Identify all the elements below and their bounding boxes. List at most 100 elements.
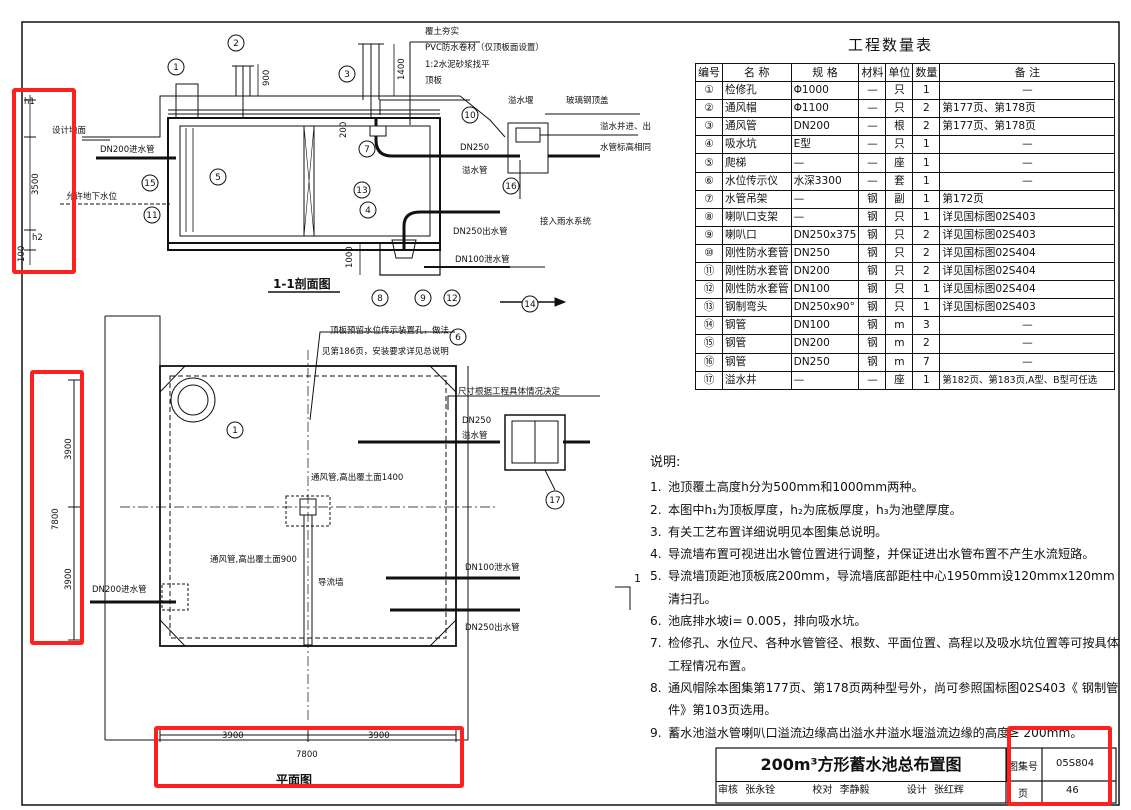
- table-cell: 详见国标图02S404: [939, 280, 1116, 300]
- table-cell: —: [939, 153, 1116, 173]
- table-cell: 第177页、第178页: [939, 99, 1116, 119]
- plan-title: 平面图: [276, 773, 312, 787]
- header-name: 名 称: [722, 62, 792, 83]
- callout-8: [371, 289, 389, 307]
- note-text: 导流墙顶距池顶板底200mm，导流墙底部距柱中心1950mm设120mmx120…: [668, 569, 1115, 606]
- callout-6: [449, 328, 467, 346]
- note-item: 1.池顶覆土高度h分为500mm和1000mm两种。: [650, 476, 1120, 498]
- table-cell: 第182页、第183页,A型、B型可任选: [939, 370, 1116, 390]
- section-mark: 1: [634, 572, 641, 585]
- sign-design-name: 张红辉: [933, 785, 964, 796]
- table-cell: 只: [885, 298, 914, 318]
- table-cell: 刚性防水套管: [722, 243, 792, 264]
- table-cell: 只: [885, 81, 914, 101]
- label-cover: 覆土夯实: [425, 26, 459, 37]
- header-qty: 数量: [912, 62, 941, 83]
- callout-text: 11: [146, 211, 157, 221]
- table-cell: 水位传示仪: [722, 171, 792, 191]
- table-cell: 钢: [858, 225, 887, 245]
- table-cell: DN250: [790, 352, 860, 372]
- note-item: 9.蓄水池溢水管喇叭口溢流边缘高出溢水井溢水堰溢流边缘的高度≥ 200mm。: [650, 722, 1120, 744]
- dim-plan-3900-left: 3900: [222, 731, 244, 741]
- section-view: [24, 41, 640, 307]
- header-no: 编号: [695, 62, 723, 83]
- sign-review-name: 张永铨: [745, 785, 776, 796]
- notes-list: 1.池顶覆土高度h分为500mm和1000mm两种。2.本图中h₁为顶板厚度，h…: [650, 476, 1120, 744]
- table-cell: 3: [912, 316, 941, 336]
- table-header-row: 编号 名 称 规 格 材料 单位 数量 备 注: [695, 62, 1116, 83]
- table-cell: 详见国标图02S404: [939, 243, 1116, 264]
- table-cell: 只: [885, 243, 914, 264]
- label-vent-1400: 通风管,高出覆土面1400: [311, 472, 403, 483]
- table-cell: DN200: [790, 117, 860, 137]
- table-cell: 水管吊架: [722, 189, 792, 209]
- note-item: 2.本图中h₁为顶板厚度，h₂为底板厚度，h₃为池壁厚度。: [650, 499, 1120, 521]
- label-roof-hole2: 见第186页，安装要求详见总说明: [322, 346, 449, 357]
- header-spec: 规 格: [790, 62, 860, 83]
- label-plan-dn100: DN100泄水管: [465, 562, 520, 573]
- table-cell: —: [858, 99, 887, 119]
- callout-text: 13: [356, 186, 367, 196]
- table-cell: —: [858, 171, 887, 191]
- sign-row: 审核 张永铨 校对 李静毅 设计 张红辉: [716, 781, 1006, 801]
- table-cell: DN250x375: [790, 225, 860, 245]
- table-cell: —: [858, 81, 887, 101]
- title-block: 200m³方形蓄水池总布置图 审核 张永铨 校对 李静毅 设计 张红辉 图集号 …: [716, 748, 1116, 803]
- table-cell: ⑯: [695, 352, 723, 372]
- label-design-ground: 设计地面: [52, 125, 87, 136]
- callout-1-section: [167, 58, 185, 76]
- table-cell: 套: [885, 171, 914, 191]
- callout-4: [359, 201, 377, 219]
- table-cell: DN200: [790, 262, 860, 282]
- highlight-box-section-dims: [12, 88, 76, 274]
- dim-plan-7800: 7800: [296, 750, 318, 760]
- callout-16: [502, 177, 520, 195]
- label-size-note: 尺寸根据工程具体情况决定: [458, 386, 561, 397]
- table-cell: E型: [790, 135, 860, 155]
- table-cell: ⑪: [695, 262, 723, 282]
- page-number: 46: [1066, 785, 1079, 796]
- label-plan-dn250: DN250: [462, 416, 491, 426]
- table-cell: —: [790, 189, 860, 209]
- callout-text: 6: [455, 333, 461, 343]
- table-cell: ⑦: [695, 189, 723, 209]
- table-cell: 检修孔: [722, 81, 792, 101]
- note-number: 7.: [650, 636, 662, 651]
- table-cell: ⑧: [695, 207, 723, 227]
- table-cell: 爬梯: [722, 153, 792, 173]
- table-cell: 溢水井: [722, 370, 792, 390]
- callout-text: 7: [364, 145, 370, 155]
- table-cell: 钢: [858, 189, 887, 209]
- callout-7: [358, 140, 376, 158]
- callout-text: 12: [446, 294, 457, 304]
- label-dn250-out: DN250出水管: [453, 226, 508, 237]
- dim-plan-3900-top: 3900: [64, 438, 74, 460]
- callout-9: [414, 289, 432, 307]
- table-cell: ⑭: [695, 316, 723, 336]
- note-number: 1.: [650, 480, 662, 495]
- dim-1000: 1000: [345, 246, 355, 268]
- table-cell: 7: [912, 352, 941, 372]
- table-cell: 1: [912, 370, 941, 390]
- plan-labels: 顶板预留水位传示装置孔，做法 见第186页，安装要求详见总说明 尺寸根据工程具体…: [51, 325, 641, 787]
- callout-15: [141, 174, 159, 192]
- note-number: 4.: [650, 547, 662, 562]
- section-labels: 覆土夯实 PVC防水卷材（仅顶板面设置） 1:2水泥砂浆找平 顶板 溢水堰 玻璃…: [17, 26, 651, 291]
- table-cell: 详见国标图02S403: [939, 298, 1116, 318]
- table-cell: —: [790, 207, 860, 227]
- table-cell: 2: [912, 334, 941, 354]
- table-cell: 水深3300: [790, 171, 860, 191]
- note-number: 6.: [650, 614, 662, 629]
- callout-text: 4: [365, 206, 371, 216]
- sign-design-label: 设计: [906, 785, 927, 796]
- label-groundwater: 允许地下水位: [66, 191, 118, 202]
- label-pvc: PVC防水卷材（仅顶板面设置）: [425, 42, 544, 53]
- callout-11: [143, 206, 161, 224]
- note-text: 本图中h₁为顶板厚度，h₂为底板厚度，h₃为池壁厚度。: [668, 502, 962, 517]
- table-cell: 详见国标图02S403: [939, 207, 1116, 227]
- table-cell: —: [939, 334, 1116, 354]
- label-overflow-io: 溢水井进、出: [600, 121, 651, 132]
